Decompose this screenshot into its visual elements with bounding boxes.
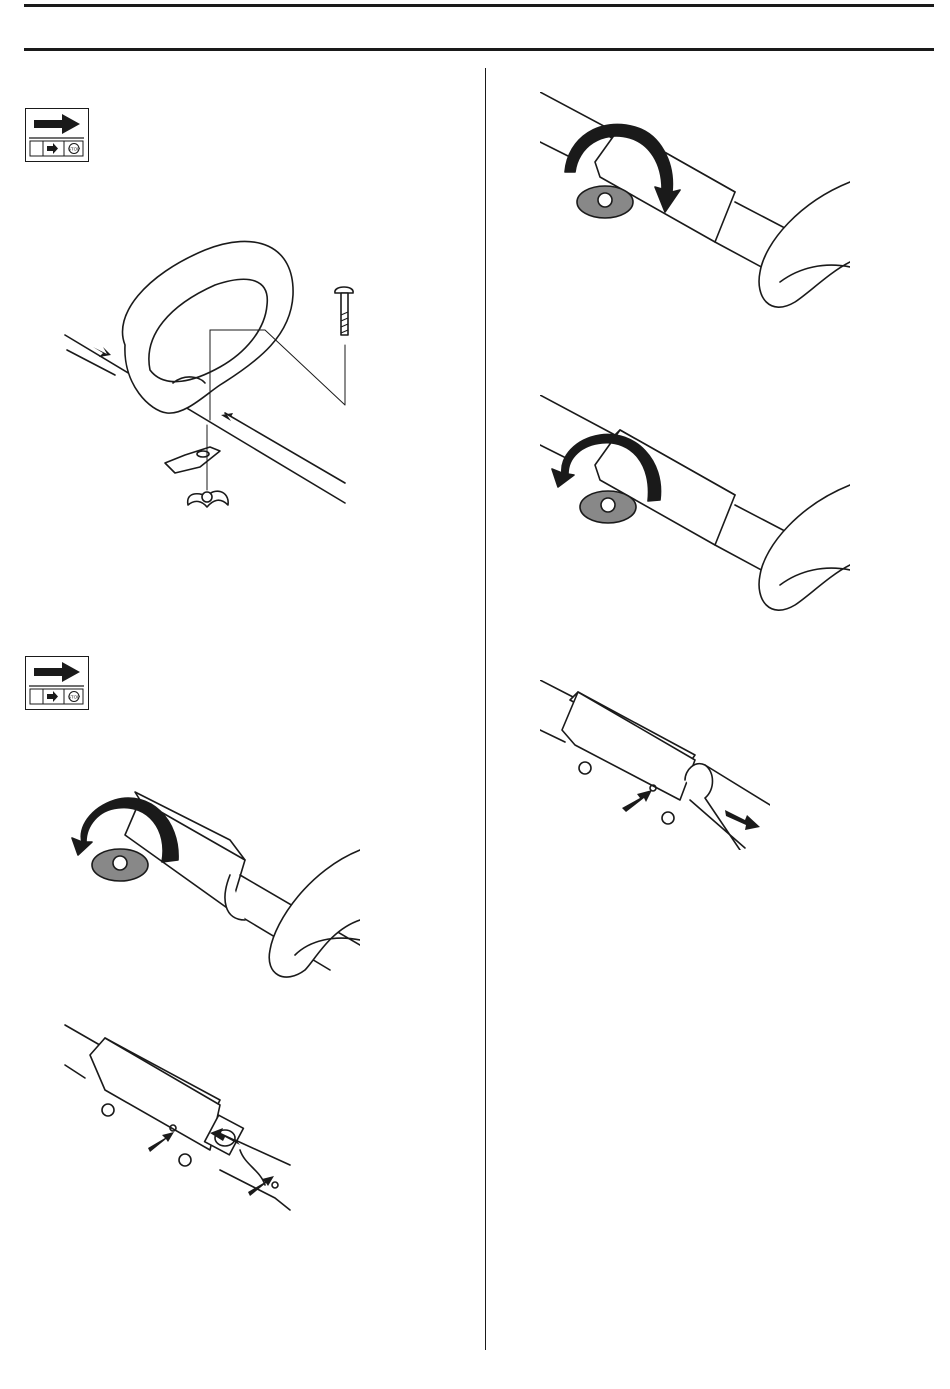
bolt-icon (335, 287, 353, 335)
forward-instruction-badge: STOP (25, 656, 89, 710)
header-rule-bottom (24, 48, 934, 51)
small-arrow-icon (47, 691, 58, 702)
align-arrow-icon (148, 1132, 174, 1152)
small-arrow-icon (47, 143, 58, 154)
header-rule-top (24, 4, 934, 7)
clamp-loosen-illustration-right (540, 395, 850, 625)
arrow-right-icon (34, 662, 80, 682)
arrow-right-icon (34, 114, 80, 134)
clamp-plate-icon (165, 447, 220, 473)
column-divider (485, 68, 486, 1350)
wing-nut-icon (188, 491, 228, 507)
stop-label: STOP (68, 695, 80, 700)
shaft-arrow-icon (93, 347, 111, 357)
slide-arrow-icon (622, 790, 652, 812)
handle-align-illustration (60, 1020, 300, 1220)
clamp-tighten-illustration (540, 92, 850, 327)
forward-instruction-badge: STOP (25, 108, 89, 162)
handle-assembly-illustration (55, 235, 360, 525)
slide-arrow-icon (725, 810, 760, 830)
handle-slide-illustration (540, 680, 770, 850)
stop-label: STOP (68, 147, 80, 152)
clamp-loosen-illustration-left (60, 780, 360, 990)
